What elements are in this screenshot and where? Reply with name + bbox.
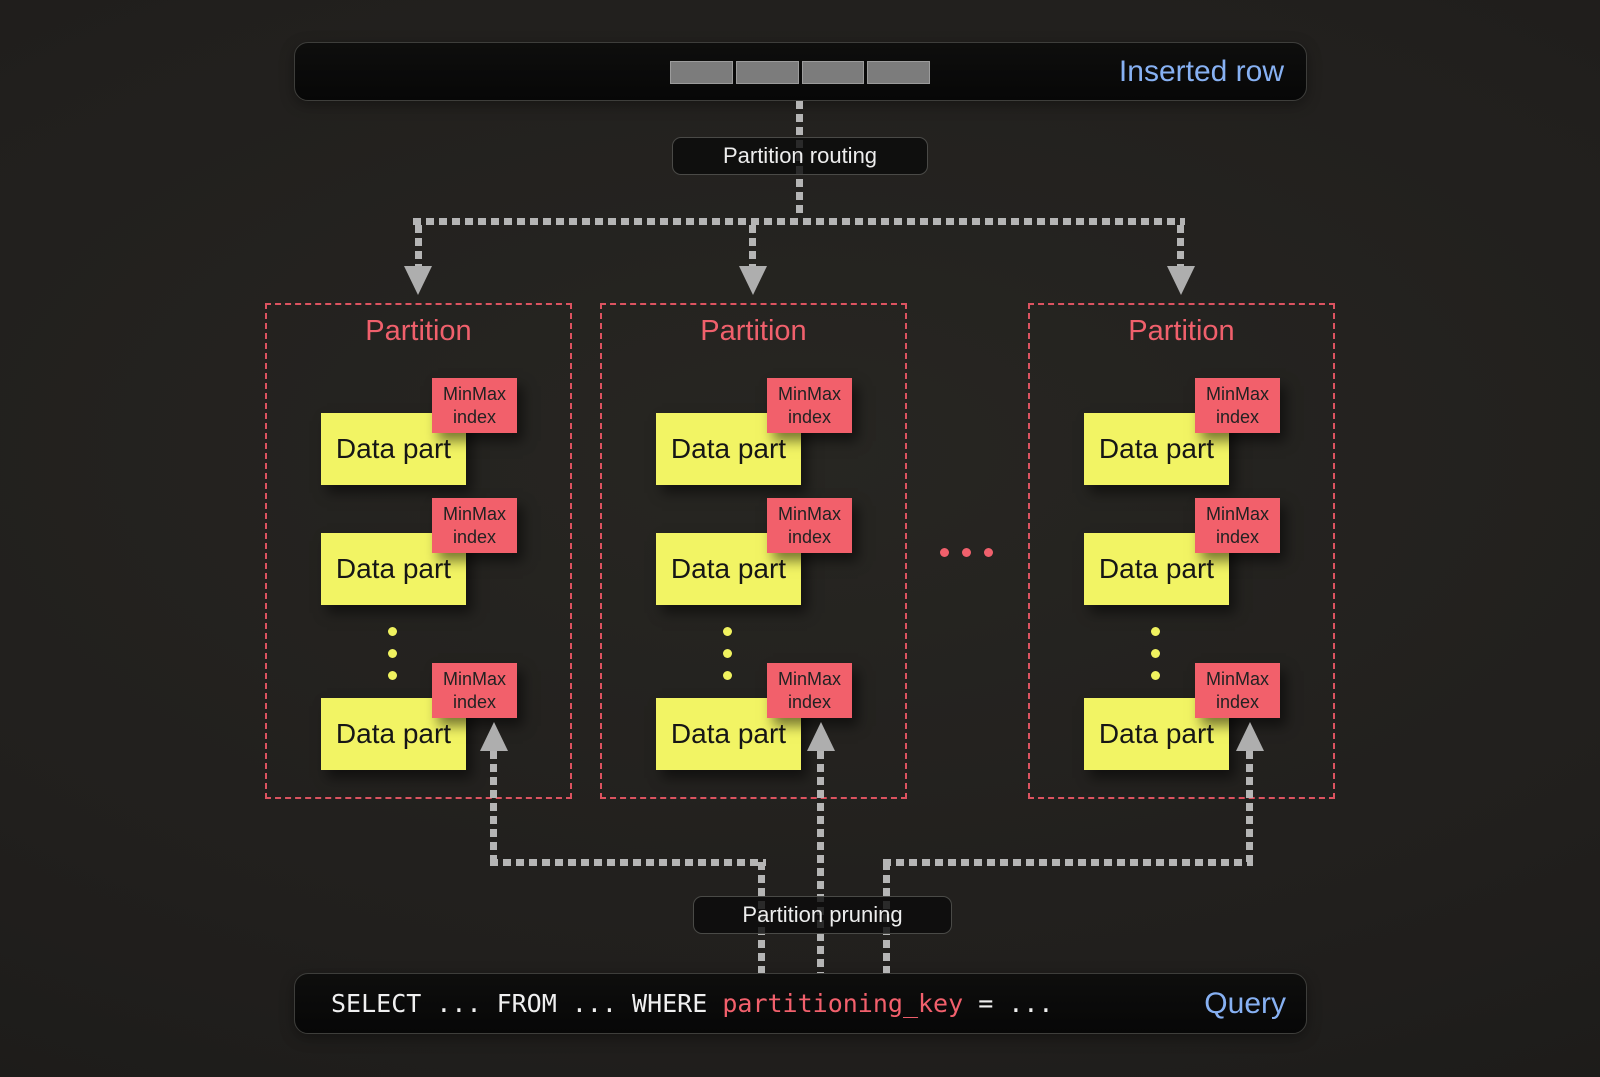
arrow-down-icon — [1167, 266, 1195, 295]
minmax-tag: MinMax index — [432, 378, 517, 433]
minmax-line2: index — [452, 406, 497, 427]
data-part-label: Data part — [1098, 553, 1215, 584]
arrow-down-icon — [404, 266, 432, 295]
data-part-box: Data part — [321, 698, 466, 770]
pruning-line-horizontal-right — [883, 859, 1253, 866]
arrow-up-icon — [480, 722, 508, 751]
data-part-label: Data part — [670, 433, 787, 464]
routing-label-pill: Partition routing — [672, 137, 928, 175]
row-segment — [867, 61, 930, 84]
data-part-label: Data part — [335, 553, 452, 584]
partition-box-1: Partition Data part MinMax index Data pa… — [265, 303, 572, 799]
minmax-line1: MinMax — [1205, 503, 1269, 524]
minmax-line1: MinMax — [777, 503, 841, 524]
routing-line-horizontal — [413, 218, 1185, 225]
query-code: SELECT ... FROM ... WHERE partitioning_k… — [331, 974, 1053, 1033]
data-part-label: Data part — [1098, 433, 1215, 464]
more-parts-dots — [1151, 627, 1160, 680]
more-parts-dots — [388, 627, 397, 680]
routing-branch-1 — [415, 225, 422, 266]
pruning-line-horizontal-left — [490, 859, 766, 866]
partition-box-3: Partition Data part MinMax index Data pa… — [1028, 303, 1335, 799]
minmax-line2: index — [787, 691, 832, 712]
minmax-line2: index — [787, 406, 832, 427]
minmax-line1: MinMax — [1205, 668, 1269, 689]
minmax-tag: MinMax index — [1195, 498, 1280, 553]
data-part-label: Data part — [335, 433, 452, 464]
pruning-line-p3 — [1246, 751, 1253, 862]
dot — [723, 671, 732, 680]
minmax-tag: MinMax index — [767, 663, 852, 718]
minmax-tag: MinMax index — [432, 663, 517, 718]
data-part-label: Data part — [335, 718, 452, 749]
inserted-row-label: Inserted row — [1118, 54, 1284, 88]
more-parts-dots — [723, 627, 732, 680]
arrow-up-icon — [1236, 722, 1264, 751]
dot — [388, 649, 397, 658]
dot — [388, 627, 397, 636]
row-segment — [801, 61, 865, 84]
dot — [1151, 627, 1160, 636]
pruning-label-pill: Partition pruning — [693, 896, 952, 934]
arrow-down-icon — [739, 266, 767, 295]
dot — [723, 649, 732, 658]
ellipsis-dot — [984, 548, 993, 557]
minmax-line1: MinMax — [777, 668, 841, 689]
partitions-ellipsis — [940, 548, 993, 557]
inserted-row-box: Inserted row — [294, 42, 1307, 101]
minmax-tag: MinMax index — [432, 498, 517, 553]
ellipsis-dot — [962, 548, 971, 557]
minmax-line2: index — [452, 526, 497, 547]
minmax-line1: MinMax — [1205, 383, 1269, 404]
minmax-line1: MinMax — [442, 503, 506, 524]
routing-label: Partition routing — [722, 143, 878, 168]
partition-title: Partition — [700, 315, 807, 347]
row-segment — [670, 61, 733, 84]
pruning-line-p1 — [490, 751, 497, 862]
row-segment — [735, 61, 799, 84]
pruning-line-p2 — [817, 751, 824, 973]
minmax-line2: index — [452, 691, 497, 712]
query-box: SELECT ... FROM ... WHERE partitioning_k… — [294, 973, 1307, 1034]
dot — [1151, 649, 1160, 658]
data-part-label: Data part — [670, 718, 787, 749]
query-token-post: = ... — [963, 989, 1054, 1018]
dot — [723, 627, 732, 636]
inserted-row-segments — [670, 61, 930, 84]
minmax-line2: index — [1215, 691, 1260, 712]
pruning-label: Partition pruning — [742, 902, 903, 927]
routing-branch-3 — [1177, 225, 1184, 266]
query-label: Query — [1204, 986, 1286, 1020]
minmax-line1: MinMax — [442, 383, 506, 404]
data-part-box: Data part — [1084, 413, 1229, 485]
minmax-line2: index — [1215, 526, 1260, 547]
routing-branch-2 — [749, 225, 756, 266]
arrow-up-icon — [807, 722, 835, 751]
minmax-tag: MinMax index — [1195, 378, 1280, 433]
minmax-line1: MinMax — [777, 383, 841, 404]
minmax-line1: MinMax — [442, 668, 506, 689]
minmax-tag: MinMax index — [1195, 663, 1280, 718]
partition-box-2: Partition Data part MinMax index Data pa… — [600, 303, 907, 799]
minmax-tag: MinMax index — [767, 498, 852, 553]
dot — [388, 671, 397, 680]
query-token-pre: SELECT ... FROM ... WHERE — [331, 989, 723, 1018]
dot — [1151, 671, 1160, 680]
data-part-label: Data part — [1098, 718, 1215, 749]
ellipsis-dot — [940, 548, 949, 557]
minmax-line2: index — [1215, 406, 1260, 427]
data-part-label: Data part — [670, 553, 787, 584]
minmax-tag: MinMax index — [767, 378, 852, 433]
partition-title: Partition — [1128, 315, 1235, 347]
query-token-key: partitioning_key — [722, 989, 964, 1018]
partition-title: Partition — [365, 315, 472, 347]
minmax-line2: index — [787, 526, 832, 547]
